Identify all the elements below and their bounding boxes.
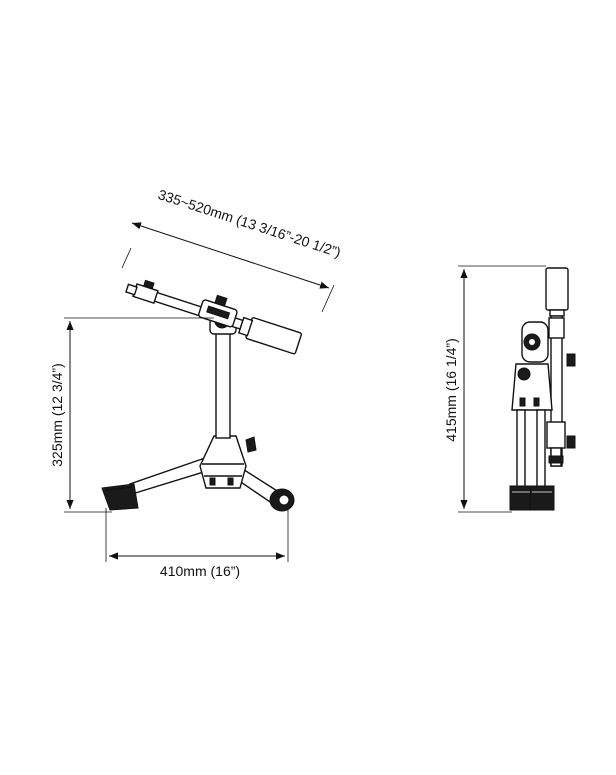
dim-base-height-label: 325mm (12 3/4”) <box>49 363 65 466</box>
stand-side-view: 415mm (16 1/4”) <box>443 265 576 513</box>
stand-front-view: 325mm (12 3/4”) 410mm (16”) 335~520mm (1… <box>49 186 343 579</box>
dim-base-width-label: 410mm (16”) <box>160 563 240 579</box>
dim-folded-height-label: 415mm (16 1/4”) <box>443 338 459 441</box>
dim-boom-length-label: 335~520mm (13 3/16”-20 1/2”) <box>156 186 343 260</box>
